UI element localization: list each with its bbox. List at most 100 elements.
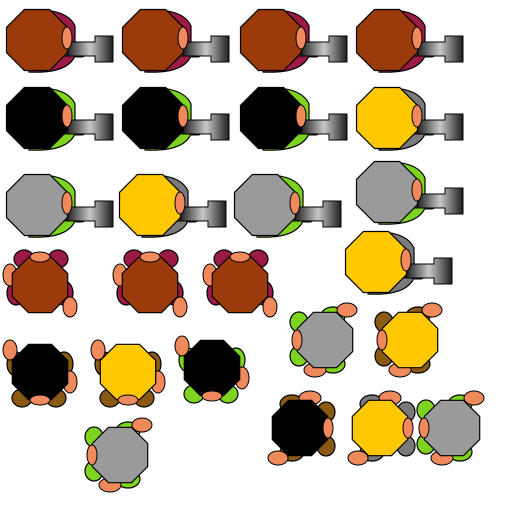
soldier-yellow-olive-walk-2: [374, 302, 443, 378]
soldier-yellow-olive-walk-1: [90, 339, 166, 408]
rifle-shape: [294, 200, 342, 228]
rifle-shape: [416, 35, 464, 63]
hand-right-shape: [62, 296, 78, 318]
soldier-black-green-aim-2: [121, 86, 230, 151]
ear-shape: [174, 191, 186, 215]
head-hair-shape: [5, 8, 69, 72]
soldier-brown-maroon-aim-3: [239, 8, 348, 73]
soldier-gray-green-walk-1: [289, 302, 358, 378]
head-hair-shape: [239, 8, 303, 72]
soldier-brown-maroon-aim-2: [121, 8, 230, 73]
ear-shape: [291, 329, 303, 351]
head-hair-shape: [355, 86, 419, 150]
rifle-shape: [416, 113, 464, 141]
ear-shape: [61, 191, 73, 215]
soldier-black-green-aim-1: [5, 86, 114, 151]
hand-right-shape: [267, 450, 289, 466]
soldier-black-olive-walk-1: [2, 339, 78, 408]
head-hair-shape: [233, 173, 297, 237]
soldier-brown-maroon-walk-3: [202, 249, 278, 318]
ear-shape: [400, 248, 412, 272]
head-hair-shape: [423, 399, 481, 457]
rifle-shape: [66, 35, 114, 63]
rifle-shape: [182, 35, 230, 63]
soldier-gray-green-walk-3: [416, 390, 485, 466]
ear-shape: [402, 417, 414, 439]
soldier-yellow-gray-aim-1: [355, 86, 464, 151]
soldier-yellow-gray-aim-3: [344, 230, 453, 295]
soldier-black-green-aim-3: [239, 86, 348, 151]
ear-shape: [411, 178, 423, 202]
rifle-shape: [416, 187, 464, 215]
ear-shape: [376, 329, 388, 351]
ear-shape: [61, 26, 73, 50]
soldier-gray-green-aim-2: [233, 173, 342, 238]
ear-shape: [139, 251, 161, 263]
head-hair-shape: [355, 8, 419, 72]
rifle-shape: [405, 257, 453, 285]
rifle-shape: [66, 200, 114, 228]
head-hair-shape: [351, 399, 409, 457]
head-hair-shape: [5, 86, 69, 150]
hand-right-shape: [347, 450, 369, 466]
ear-shape: [322, 417, 334, 439]
hand-right-shape: [131, 417, 153, 433]
head-hair-shape: [381, 311, 439, 369]
soldier-gray-green-aim-1: [5, 173, 114, 238]
ear-shape: [295, 104, 307, 128]
head-hair-shape: [183, 339, 241, 397]
ear-shape: [295, 26, 307, 50]
hand-right-shape: [463, 390, 485, 406]
head-hair-shape: [355, 160, 419, 224]
rifle-shape: [300, 113, 348, 141]
head-hair-shape: [271, 399, 329, 457]
head-hair-shape: [344, 230, 408, 294]
head-hair-shape: [5, 173, 69, 237]
ear-shape: [289, 191, 301, 215]
hand-right-shape: [90, 339, 106, 361]
rifle-shape: [300, 35, 348, 63]
ear-shape: [411, 26, 423, 50]
ear-shape: [177, 104, 189, 128]
rifle-shape: [182, 113, 230, 141]
soldier-gray-green-walk-2: [84, 417, 153, 493]
soldier-yellow-gray-aim-2: [118, 173, 227, 238]
soldier-brown-maroon-walk-2: [112, 249, 188, 318]
soldier-brown-maroon-walk-1: [2, 249, 78, 318]
soldier-black-olive-walk-2: [267, 390, 336, 466]
soldier-black-green-walk-1: [174, 335, 250, 404]
ear-shape: [229, 251, 251, 263]
soldier-yellow-gray-walk-1: [347, 390, 416, 466]
soldier-gray-green-aim-3: [355, 160, 464, 225]
head-hair-shape: [11, 343, 69, 401]
head-hair-shape: [121, 256, 179, 314]
ear-shape: [117, 394, 139, 406]
hand-right-shape: [2, 339, 18, 361]
ear-shape: [177, 26, 189, 50]
hand-right-shape: [172, 296, 188, 318]
ear-shape: [86, 444, 98, 466]
head-hair-shape: [11, 256, 69, 314]
hand-right-shape: [421, 302, 443, 318]
ear-shape: [61, 104, 73, 128]
rifle-shape: [66, 113, 114, 141]
head-hair-shape: [211, 256, 269, 314]
hand-right-shape: [262, 296, 278, 318]
head-hair-shape: [91, 426, 149, 484]
hand-right-shape: [336, 302, 358, 318]
head-hair-shape: [99, 343, 157, 401]
head-hair-shape: [121, 8, 185, 72]
head-hair-shape: [118, 173, 182, 237]
soldier-brown-maroon-aim-1: [5, 8, 114, 73]
head-hair-shape: [239, 86, 303, 150]
ear-shape: [418, 417, 430, 439]
soldier-brown-maroon-aim-4: [355, 8, 464, 73]
ear-shape: [29, 394, 51, 406]
head-hair-shape: [121, 86, 185, 150]
hand-right-shape: [174, 335, 190, 357]
ear-shape: [29, 251, 51, 263]
rifle-shape: [179, 200, 227, 228]
head-hair-shape: [296, 311, 354, 369]
ear-shape: [201, 390, 223, 402]
